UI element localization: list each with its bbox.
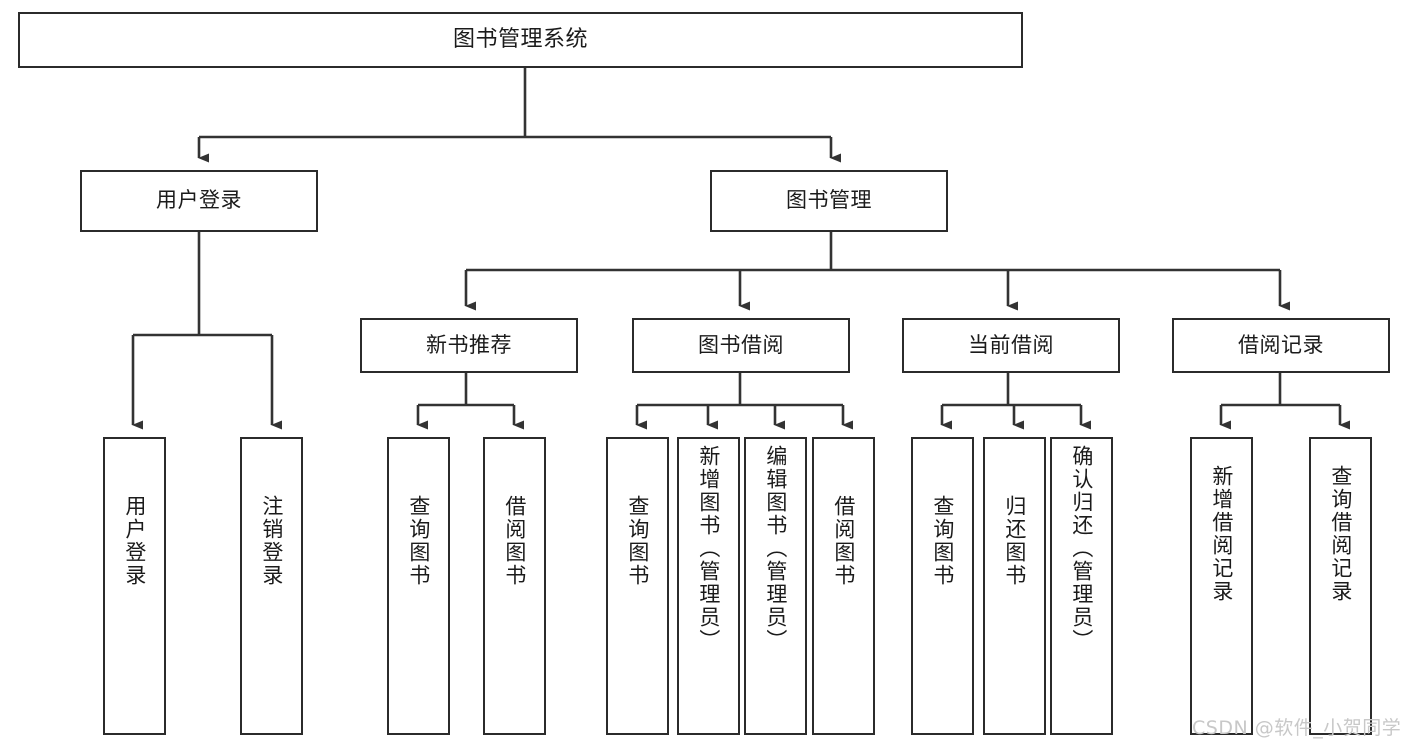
node-label: 借阅图书 (502, 495, 527, 587)
node-label: 注销登录 (259, 495, 284, 587)
node-leaf-query-borrow-record[interactable]: 查询借阅记录 (1309, 437, 1372, 735)
node-user-login[interactable]: 用户登录 (80, 170, 318, 232)
node-label: 用户登录 (156, 188, 242, 213)
node-leaf-add-book-admin[interactable]: 新增图书（管理员） (677, 437, 740, 735)
node-label: 图书借阅 (698, 332, 784, 357)
node-label: 借阅记录 (1238, 332, 1324, 357)
node-leaf-confirm-return-admin[interactable]: 确认归还（管理员） (1050, 437, 1113, 735)
node-label: 新书推荐 (426, 332, 512, 357)
node-label: 借阅图书 (831, 495, 856, 587)
node-label: 图书管理系统 (452, 26, 588, 52)
node-book-manage[interactable]: 图书管理 (710, 170, 948, 232)
node-leaf-borrow-book[interactable]: 借阅图书 (812, 437, 875, 735)
node-new-book-recommend[interactable]: 新书推荐 (360, 318, 578, 373)
node-leaf-user-login[interactable]: 用户登录 (103, 437, 166, 735)
node-label: 编辑图书（管理员） (763, 445, 788, 652)
node-leaf-logout-login[interactable]: 注销登录 (240, 437, 303, 735)
node-leaf-edit-book-admin[interactable]: 编辑图书（管理员） (744, 437, 807, 735)
node-book-borrow[interactable]: 图书借阅 (632, 318, 850, 373)
node-label: 查询借阅记录 (1328, 465, 1353, 603)
node-leaf-query-book-borrow[interactable]: 查询图书 (606, 437, 669, 735)
node-borrow-record[interactable]: 借阅记录 (1172, 318, 1390, 373)
node-leaf-return-book[interactable]: 归还图书 (983, 437, 1046, 735)
node-leaf-query-book-recommend[interactable]: 查询图书 (387, 437, 450, 735)
node-current-borrow[interactable]: 当前借阅 (902, 318, 1120, 373)
node-label: 归还图书 (1002, 495, 1027, 587)
node-label: 查询图书 (406, 495, 431, 587)
node-label: 查询图书 (930, 495, 955, 587)
node-label: 用户登录 (122, 495, 147, 587)
node-label: 确认归还（管理员） (1069, 445, 1094, 652)
node-leaf-add-borrow-record[interactable]: 新增借阅记录 (1190, 437, 1253, 735)
node-root-system[interactable]: 图书管理系统 (18, 12, 1023, 68)
node-label: 新增借阅记录 (1209, 465, 1234, 603)
node-label: 新增图书（管理员） (696, 445, 721, 652)
node-label: 当前借阅 (968, 332, 1054, 357)
node-leaf-query-book-current[interactable]: 查询图书 (911, 437, 974, 735)
node-label: 查询图书 (625, 495, 650, 587)
node-leaf-borrow-book-recommend[interactable]: 借阅图书 (483, 437, 546, 735)
node-label: 图书管理 (786, 188, 872, 213)
csdn-watermark: CSDN @软件_小贺同学 (1192, 717, 1402, 739)
